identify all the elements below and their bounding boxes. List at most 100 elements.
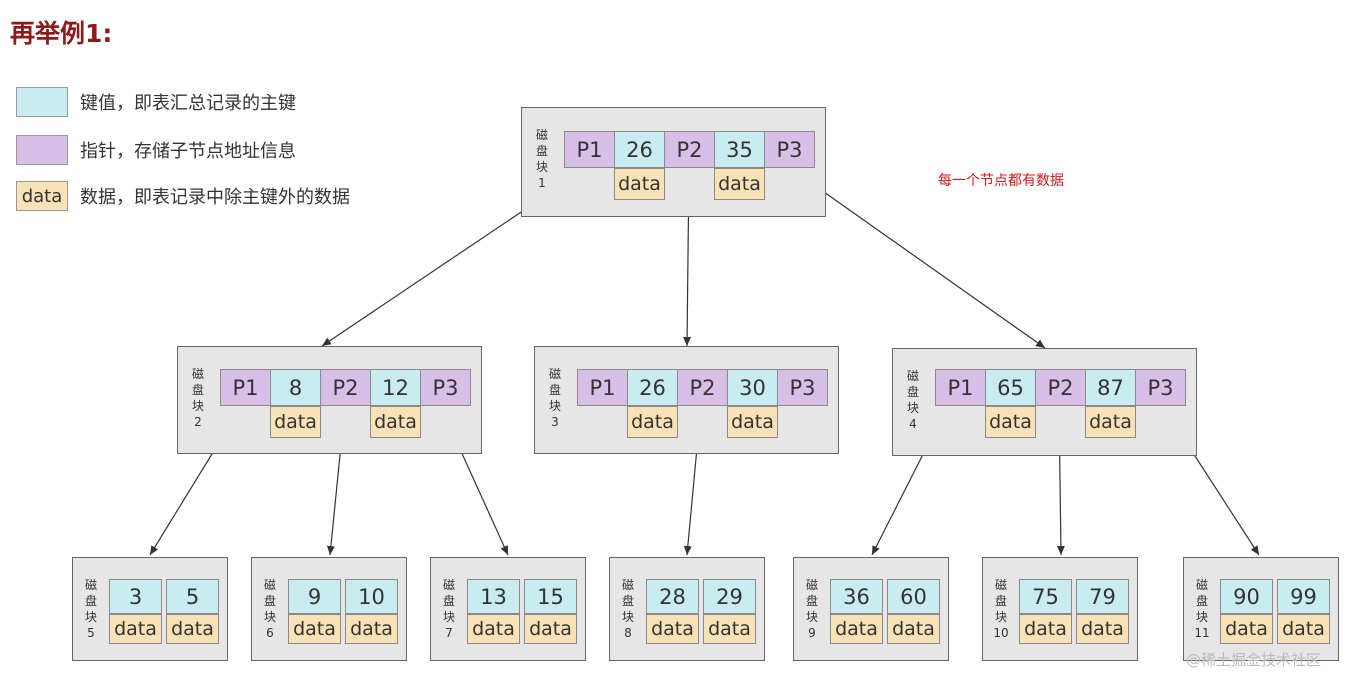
disk-block-label-char: 盘 — [805, 594, 818, 608]
disk-block-label-char: 磁 — [84, 578, 97, 592]
pointer-cell: P2 — [677, 369, 728, 406]
disk-block-label-char: 块 — [805, 610, 818, 624]
legend-label-data: 数据，即表记录中除主键外的数据 — [80, 187, 350, 208]
legend-label-pointer: 指针，存储子节点地址信息 — [80, 141, 296, 162]
disk-block-label-char: 磁 — [535, 128, 548, 142]
key-cell: 30 — [727, 369, 778, 406]
data-cell: data — [345, 614, 398, 644]
disk-block-number: 3 — [551, 415, 559, 429]
disk-block-label-char: 磁 — [906, 369, 919, 383]
disk-block-number: 7 — [445, 626, 453, 640]
disk-block-label-char: 块 — [84, 610, 97, 624]
disk-block-label-char: 盘 — [191, 383, 204, 397]
key-cell: 87 — [1085, 369, 1136, 406]
disk-block-label: 磁盘块 9 — [804, 578, 820, 642]
legend-item-data: data 数据，即表记录中除主键外的数据 — [16, 180, 350, 212]
disk-block-number: 5 — [87, 626, 95, 640]
data-cell: data — [985, 406, 1036, 438]
key-cell: 65 — [985, 369, 1036, 406]
key-cell: 99 — [1277, 579, 1330, 614]
data-cell: data — [1277, 614, 1330, 644]
key-cell: 26 — [627, 369, 678, 406]
watermark: @稀土掘金技术社区 — [1186, 651, 1322, 669]
pointer-cell: P2 — [664, 131, 715, 168]
disk-block-label-char: 磁 — [263, 578, 276, 592]
disk-block-number: 4 — [909, 417, 917, 431]
disk-block-label-char: 块 — [263, 610, 276, 624]
pointer-cell: P3 — [764, 131, 815, 168]
disk-block-label-char: 磁 — [442, 578, 455, 592]
disk-block-label-char: 磁 — [1195, 578, 1208, 592]
pointer-cell: P3 — [1135, 369, 1186, 406]
disk-block-label-char: 磁 — [191, 367, 204, 381]
disk-block-number: 9 — [808, 626, 816, 640]
data-cell: data — [627, 406, 678, 438]
data-cell: data — [887, 614, 940, 644]
key-cell: 79 — [1076, 579, 1129, 614]
disk-block-label-char: 盘 — [84, 594, 97, 608]
disk-block-label-char: 盘 — [548, 383, 561, 397]
data-cell: data — [270, 406, 321, 438]
disk-block-label-char: 块 — [442, 610, 455, 624]
data-cell: data — [646, 614, 699, 644]
disk-block-label-char: 盘 — [442, 594, 455, 608]
key-cell: 35 — [714, 131, 765, 168]
data-cell: data — [1019, 614, 1072, 644]
legend-label-key: 键值，即表汇总记录的主键 — [80, 93, 296, 114]
disk-block-label-char: 块 — [548, 399, 561, 413]
disk-block-label-char: 盘 — [1195, 594, 1208, 608]
disk-block-number: 8 — [624, 626, 632, 640]
disk-block-label-char: 磁 — [994, 578, 1007, 592]
key-cell: 26 — [614, 131, 665, 168]
key-cell: 36 — [830, 579, 883, 614]
pointer-cell: P1 — [935, 369, 986, 406]
data-cell: data — [370, 406, 421, 438]
data-cell: data — [727, 406, 778, 438]
data-cell: data — [614, 168, 665, 200]
data-cell: data — [524, 614, 577, 644]
pointer-cell: P1 — [220, 369, 271, 406]
legend-item-pointer: 指针，存储子节点地址信息 — [16, 134, 296, 166]
key-cell: 13 — [467, 579, 520, 614]
data-cell: data — [703, 614, 756, 644]
data-cell: data — [1085, 406, 1136, 438]
annotation-note: 每一个节点都有数据 — [938, 173, 1064, 189]
disk-block-label-char: 磁 — [805, 578, 818, 592]
key-cell: 75 — [1019, 579, 1072, 614]
disk-block-label-char: 盘 — [994, 594, 1007, 608]
data-cell: data — [467, 614, 520, 644]
disk-block-label-char: 块 — [906, 401, 919, 415]
data-cell: data — [1220, 614, 1273, 644]
disk-block-label-char: 块 — [535, 160, 548, 174]
disk-block-number: 11 — [1194, 626, 1210, 640]
pointer-cell: P1 — [577, 369, 628, 406]
pointer-cell: P2 — [1035, 369, 1086, 406]
key-cell: 9 — [288, 579, 341, 614]
key-cell: 29 — [703, 579, 756, 614]
disk-block-number: 2 — [194, 415, 202, 429]
data-cell: data — [1076, 614, 1129, 644]
page-title: 再举例1: — [10, 19, 113, 48]
key-cell: 5 — [166, 579, 219, 614]
disk-block-label-char: 块 — [994, 610, 1007, 624]
pointer-arrow — [789, 167, 1046, 349]
disk-block-label-char: 盘 — [535, 144, 548, 158]
key-cell: 28 — [646, 579, 699, 614]
legend-item-key: 键值，即表汇总记录的主键 — [16, 86, 296, 118]
key-cell: 8 — [270, 369, 321, 406]
disk-block-label-char: 磁 — [548, 367, 561, 381]
pointer-cell: P3 — [420, 369, 471, 406]
